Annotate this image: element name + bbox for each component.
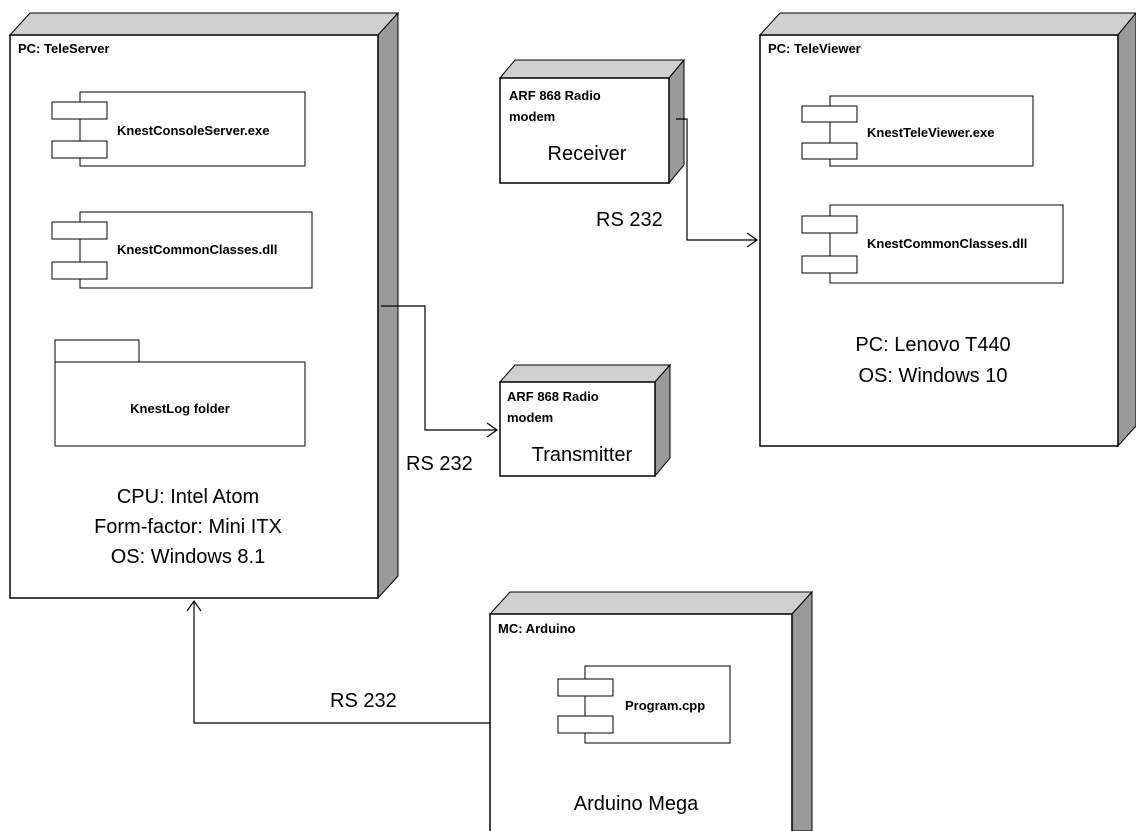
teleserver-spec-cpu: CPU: Intel Atom — [117, 486, 259, 508]
node-televiewer: PC: TeleViewer KnestTeleViewer.exe Knest… — [758, 12, 1136, 448]
component-label: Program.cpp — [625, 698, 705, 713]
component-label: KnestTeleViewer.exe — [867, 125, 994, 140]
transmitter-title-line2: modem — [507, 410, 553, 425]
teleserver-title: PC: TeleServer — [18, 41, 110, 56]
transmitter-role: Transmitter — [532, 444, 633, 466]
televiewer-spec-os: OS: Windows 10 — [859, 365, 1008, 387]
component-knest-common-classes-viewer: KnestCommonClasses.dll — [801, 204, 1064, 284]
arduino-title: MC: Arduino — [498, 621, 576, 636]
televiewer-spec-pc: PC: Lenovo T440 — [855, 334, 1010, 356]
connection-label: RS 232 — [596, 209, 663, 231]
connection-label: RS 232 — [330, 690, 397, 712]
arduino-spec-board: Arduino Mega — [574, 793, 699, 815]
connection-arduino-to-server: RS 232 — [186, 599, 490, 724]
televiewer-title: PC: TeleViewer — [768, 41, 861, 56]
node-arduino: MC: Arduino Program.cpp Arduino Mega — [488, 590, 814, 831]
teleserver-spec-os: OS: Windows 8.1 — [111, 546, 266, 568]
component-program-cpp: Program.cpp — [557, 665, 731, 744]
node-transmitter-modem: ARF 868 Radio modem Transmitter — [498, 363, 672, 478]
component-label: KnestCommonClasses.dll — [117, 242, 277, 257]
receiver-title-line2: modem — [509, 109, 555, 124]
connection-label: RS 232 — [406, 453, 473, 475]
component-knest-televiewer: KnestTeleViewer.exe — [801, 95, 1034, 167]
transmitter-title-line1: ARF 868 Radio — [507, 389, 599, 404]
folder-knestlog: KnestLog folder — [54, 339, 306, 447]
receiver-role: Receiver — [548, 143, 627, 165]
component-label: KnestConsoleServer.exe — [117, 123, 269, 138]
folder-label: KnestLog folder — [130, 401, 230, 416]
node-teleserver: PC: TeleServer KnestConsoleServer.exe Kn… — [8, 11, 400, 600]
component-knest-common-classes-server: KnestCommonClasses.dll — [51, 211, 313, 289]
connection-receiver-to-viewer: RS 232 — [596, 118, 759, 248]
component-label: KnestCommonClasses.dll — [867, 236, 1027, 251]
connection-server-to-transmitter: RS 232 — [381, 305, 499, 475]
component-knest-console-server: KnestConsoleServer.exe — [51, 91, 306, 167]
receiver-title-line1: ARF 868 Radio — [509, 88, 601, 103]
node-receiver-modem: ARF 868 Radio modem Receiver — [498, 58, 686, 185]
teleserver-spec-form-factor: Form-factor: Mini ITX — [94, 516, 282, 538]
